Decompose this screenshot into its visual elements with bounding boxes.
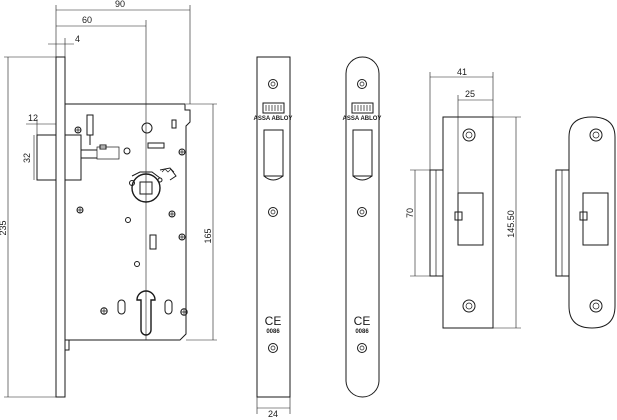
ce-mark: CE bbox=[354, 314, 371, 328]
dim-90: 90 bbox=[115, 0, 125, 9]
notified-body-number: 0086 bbox=[266, 329, 280, 335]
ce-mark: CE bbox=[265, 314, 282, 328]
side-view-dimensions: 90 60 4 235 12 32 165 bbox=[0, 0, 217, 398]
notified-body-number: 0086 bbox=[355, 329, 369, 335]
dim-32: 32 bbox=[22, 153, 32, 163]
faceplate-rounded-front: ASSA ABLOY CE 0086 bbox=[343, 56, 382, 398]
dim-145-50: 145.50 bbox=[506, 210, 516, 238]
case-screw bbox=[178, 233, 186, 241]
dim-165: 165 bbox=[203, 228, 213, 243]
faceplate-square-front: ASSA ABLOY CE 0086 24 bbox=[254, 56, 293, 419]
dim-60: 60 bbox=[82, 15, 92, 25]
strike-plate-rounded bbox=[555, 116, 616, 329]
case-screw bbox=[76, 206, 84, 214]
dim-70: 70 bbox=[405, 208, 415, 218]
case-screw bbox=[74, 126, 82, 134]
mortise-lock-side-view bbox=[36, 20, 191, 398]
latch-bolt bbox=[36, 134, 57, 181]
dim-41: 41 bbox=[457, 67, 467, 77]
dim-24: 24 bbox=[268, 409, 278, 419]
case-screw bbox=[125, 217, 131, 223]
strike-plate-square: 41 25 70 145.50 bbox=[405, 67, 521, 329]
brand-label: ASSA ABLOY bbox=[343, 116, 382, 122]
brand-logo-box bbox=[262, 102, 285, 114]
dim-25: 25 bbox=[465, 89, 475, 99]
brand-label: ASSA ABLOY bbox=[254, 116, 293, 122]
case-screw bbox=[123, 147, 131, 155]
side-faceplate bbox=[55, 56, 66, 398]
euro-cylinder-cutout bbox=[136, 290, 156, 336]
dim-235: 235 bbox=[0, 220, 8, 235]
case-screw bbox=[134, 261, 140, 267]
dim-4: 4 bbox=[75, 34, 80, 44]
case-screw bbox=[178, 148, 186, 156]
dim-12: 12 bbox=[28, 113, 38, 123]
case-screw bbox=[168, 210, 176, 218]
